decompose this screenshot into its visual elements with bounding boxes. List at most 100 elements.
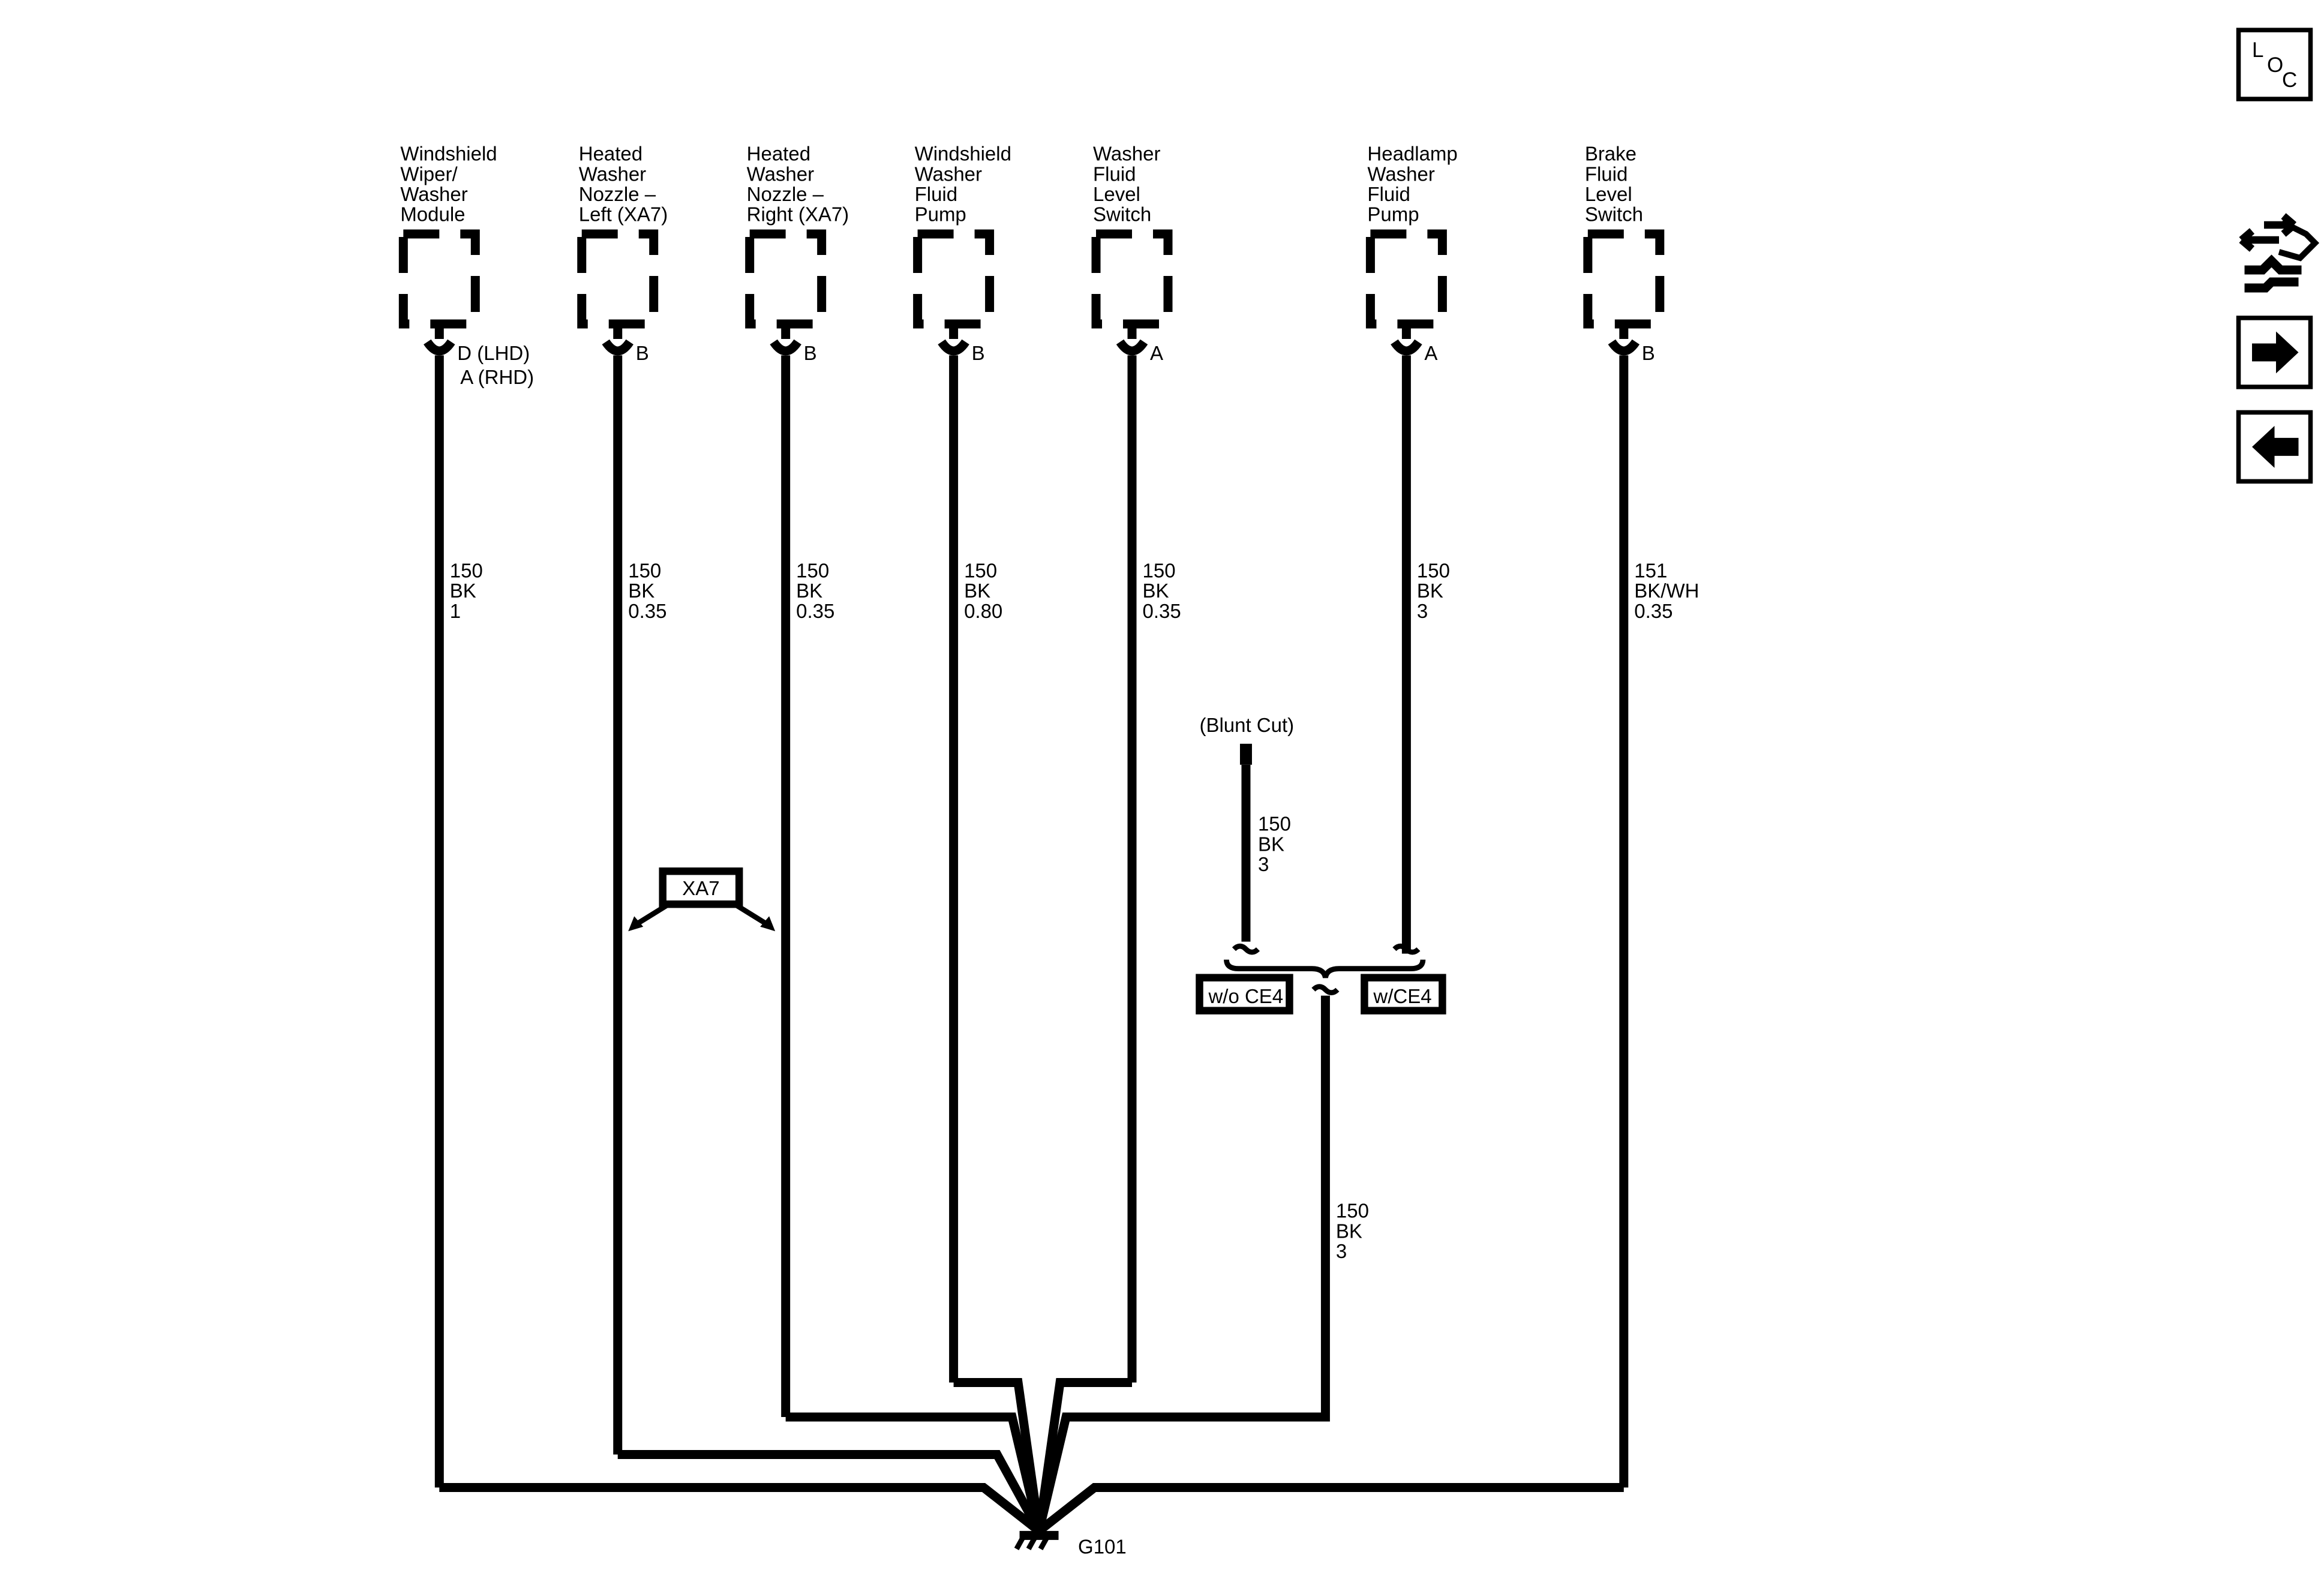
blunt-cut-wire-label: 150: [1258, 813, 1291, 835]
component-name-line: Nozzle –: [747, 183, 824, 205]
arrowhead-icon: [760, 916, 776, 932]
wire-label-line: 150: [964, 559, 997, 581]
component-name-line: Washer: [579, 163, 646, 185]
pin-label: D (LHD): [457, 342, 530, 364]
component-name-line: Switch: [1093, 203, 1151, 226]
blunt-cut-end: [1239, 743, 1252, 765]
wire-label-line: 3: [1417, 600, 1428, 622]
wire-label-line: BK: [796, 580, 822, 602]
previous-page-button[interactable]: [2236, 410, 2313, 484]
component-outline: [913, 229, 995, 329]
loc-letter-l: L: [2252, 38, 2263, 62]
wire-label-line: BK: [964, 580, 990, 602]
pin-label: A: [1424, 342, 1437, 364]
component-name-line: Windshield: [400, 143, 497, 165]
ground-hatch: [1038, 1534, 1050, 1551]
component-name-line: Fluid: [915, 183, 958, 205]
wire-label-line: BK: [450, 580, 476, 602]
merged-ground-wire: [1034, 995, 1330, 1532]
wire-label-line: 150: [628, 559, 661, 581]
wire-break-icon: [1311, 984, 1340, 996]
side-navigation: L O C: [2236, 28, 2320, 484]
blunt-cut-wire-label: 3: [1258, 853, 1269, 875]
component-name-line: Headlamp: [1367, 143, 1457, 165]
pin-label: A: [1150, 342, 1163, 364]
ground-bundle-wire: [953, 1377, 1044, 1532]
component-name-line: Fluid: [1585, 163, 1628, 185]
loc-button[interactable]: L O C: [2236, 28, 2313, 101]
ground-bundle-wire: [1034, 1377, 1133, 1532]
wire-label-line: 0.35: [796, 600, 834, 622]
component-name-line: Brake: [1585, 143, 1637, 165]
ground-bundle-wire: [785, 1412, 1044, 1532]
wire-label-line: BK/WH: [1634, 580, 1699, 602]
component-name-line: Washer: [747, 163, 814, 185]
xa7-option-box: [659, 867, 743, 908]
connector-end-view-icon[interactable]: [2239, 213, 2320, 293]
connector-cup-icon: [1608, 339, 1640, 356]
wire-label-line: 150: [1417, 559, 1450, 581]
component-name-line: Pump: [1367, 203, 1419, 226]
wire-break-icon: [1232, 943, 1260, 955]
option-label-with-ce4: w/CE4: [1373, 985, 1431, 1007]
component-name-line: Heated: [579, 143, 642, 165]
component-outline: [1091, 229, 1173, 329]
component-name-line: Pump: [915, 203, 966, 226]
wire-label-line: 0.35: [1143, 600, 1181, 622]
pin-label: A (RHD): [460, 366, 534, 388]
component-name-line: Windshield: [915, 143, 1011, 165]
pin-label: B: [1642, 342, 1655, 364]
option-label-without-ce4: w/o CE4: [1208, 985, 1283, 1007]
ground-label: G101: [1078, 1535, 1127, 1557]
connector-cup-icon: [770, 339, 801, 356]
connector-cup-icon: [424, 339, 455, 356]
component-outline: [745, 229, 827, 329]
ground-hatch: [1026, 1534, 1038, 1551]
next-page-button[interactable]: [2236, 316, 2313, 389]
component-name-line: Washer: [1367, 163, 1434, 185]
xa7-arrow-left: [635, 902, 671, 926]
ground-bundle-wire: [439, 1482, 1042, 1535]
wire-break-icon: [1392, 943, 1421, 955]
component-name-line: Washer: [915, 163, 982, 185]
option-box: [1361, 974, 1446, 1014]
wire-label-line: BK: [1143, 580, 1169, 602]
wire-label-line: 1: [450, 600, 461, 622]
wire-label-line: BK: [628, 580, 654, 602]
component-outline: [1365, 229, 1447, 329]
wire-label-line: 0.35: [628, 600, 666, 622]
wire-label-line: 0.80: [964, 600, 1002, 622]
component-outline: [398, 229, 480, 329]
component-outline: [577, 229, 659, 329]
wire-label-line: 150: [450, 559, 483, 581]
component-name-line: Washer: [400, 183, 467, 205]
merged-wire-label: 150: [1336, 1200, 1369, 1222]
component-name-line: Heated: [747, 143, 810, 165]
wire-label-line: 150: [1143, 559, 1176, 581]
option-box: [1196, 974, 1293, 1014]
merged-wire-label: 3: [1336, 1240, 1347, 1262]
arrowhead-icon: [628, 916, 644, 932]
connector-cup-icon: [938, 339, 969, 356]
component-name-line: Switch: [1585, 203, 1643, 226]
component-outline: [1583, 229, 1665, 329]
component-name-line: Right (XA7): [747, 203, 849, 226]
wire-label-line: BK: [1417, 580, 1443, 602]
pin-label: B: [804, 342, 817, 364]
ground-hatch: [1014, 1534, 1026, 1551]
blunt-cut-wire-label: BK: [1258, 833, 1284, 855]
connector-cup-icon: [1116, 339, 1148, 356]
next-page-arrow-icon: [2252, 331, 2299, 374]
merged-wire-label: BK: [1336, 1220, 1362, 1242]
previous-page-arrow-icon: [2252, 425, 2299, 468]
component-name-line: Left (XA7): [579, 203, 668, 226]
connector-cup-icon: [602, 339, 633, 356]
connector-cup-icon: [1391, 339, 1422, 356]
